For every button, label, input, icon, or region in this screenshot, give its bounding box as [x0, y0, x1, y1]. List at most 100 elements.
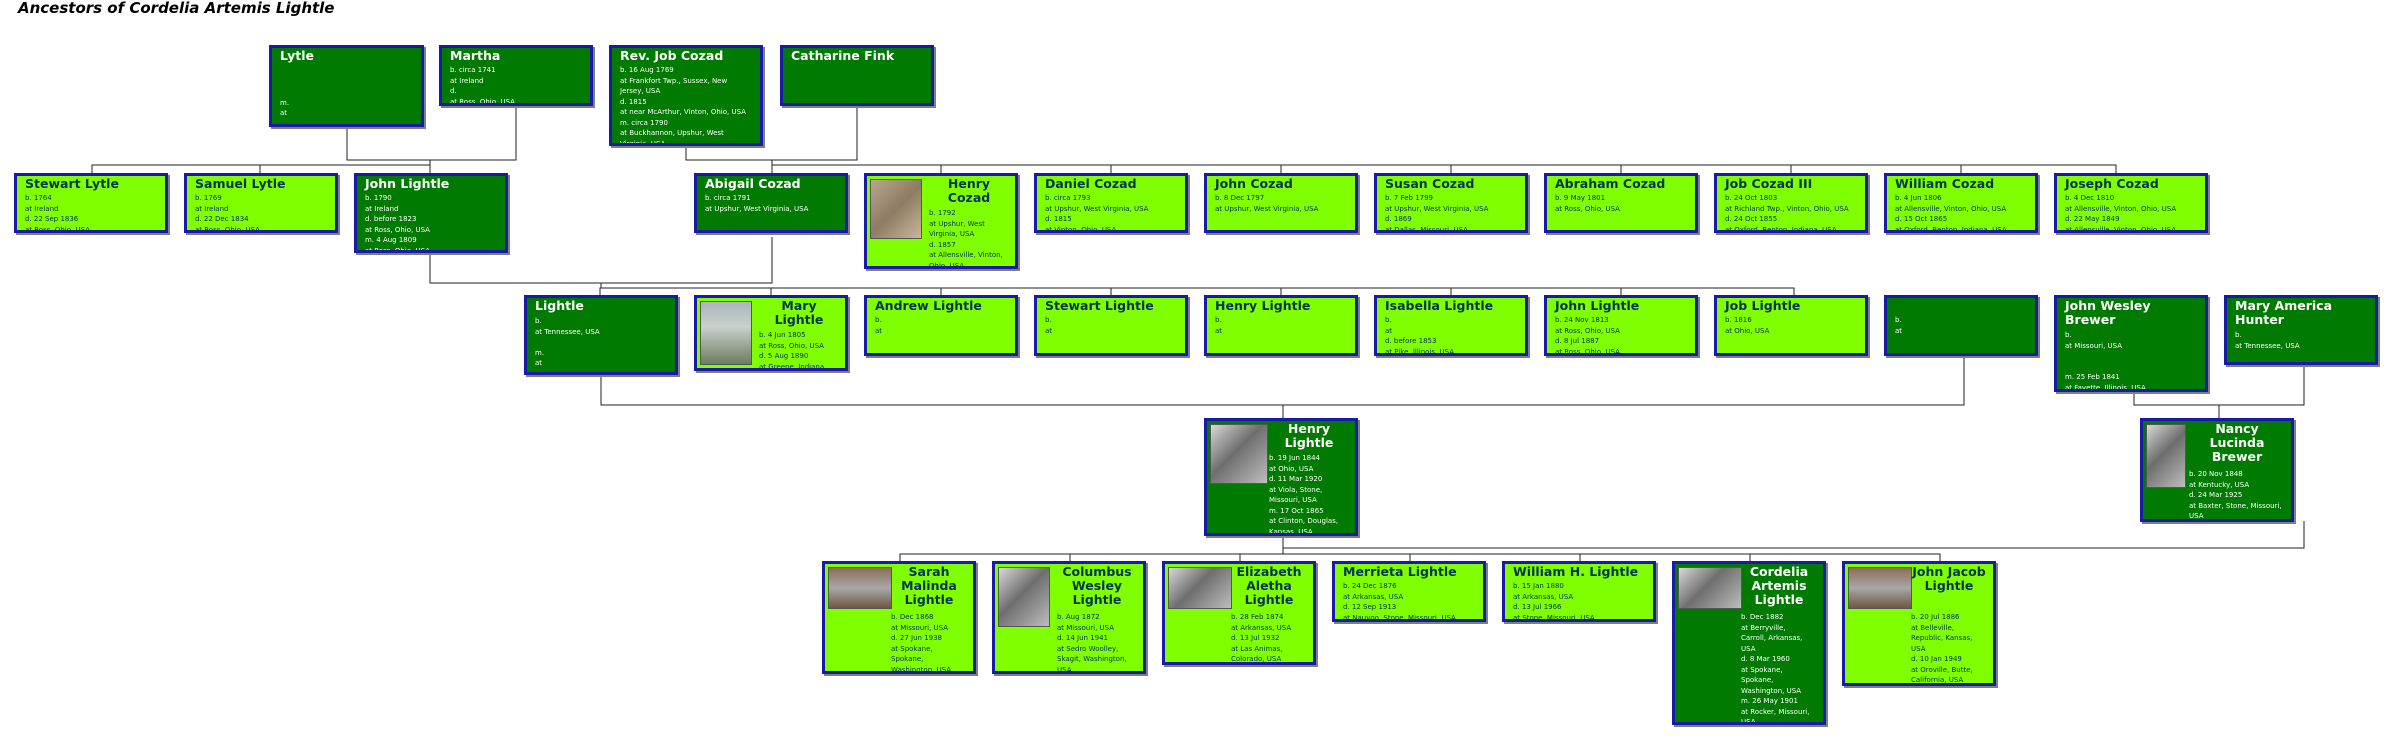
person-box-abigail-cozad[interactable]: Abigail Cozad b. circa 1791 at Upshur, W…	[694, 173, 848, 233]
person-name: Job Cozad III	[1725, 176, 1813, 191]
person-box-john-lightle-1790[interactable]: John Lightle b. 1790 at Ireland d. befor…	[354, 173, 508, 253]
person-name: Lytle	[280, 48, 315, 63]
person-details: b. 8 Dec 1797 at Upshur, West Virginia, …	[1215, 194, 1319, 213]
person-box-lightle[interactable]: Lightle b. at Tennessee, USA m. at	[524, 295, 678, 375]
portrait-photo[interactable]	[1168, 567, 1232, 609]
person-details: b. 16 Aug 1769 at Frankfort Twp., Sussex…	[620, 66, 746, 146]
person-box-isabella-lightle[interactable]: Isabella Lightle b. at d. before 1853 at…	[1374, 295, 1528, 356]
person-details: b. at	[1045, 316, 1053, 335]
person-box-andrew-lightle[interactable]: Andrew Lightle b. at	[864, 295, 1018, 356]
person-box-merrieta-lightle[interactable]: Merrieta Lightle b. 24 Dec 1876 at Arkan…	[1332, 561, 1486, 622]
person-name: William H. Lightle	[1513, 564, 1639, 579]
person-details: b. 1790 at Ireland d. before 1823 at Ros…	[365, 194, 430, 253]
person-name: John Jacob Lightle	[1912, 564, 1986, 593]
person-name: Mary Lightle	[774, 298, 824, 327]
person-box-william-cozad[interactable]: William Cozad b. 4 Jun 1806 at Allensvil…	[1884, 173, 2038, 233]
person-details: b. circa 1793 at Upshur, West Virginia, …	[1045, 194, 1149, 233]
gravestone-photo[interactable]	[828, 567, 892, 609]
person-box-nancy-brewer[interactable]: Nancy Lucinda Brewer b. 20 Nov 1848 at K…	[2140, 418, 2294, 522]
person-box-columbus-lightle[interactable]: Columbus Wesley Lightle b. Aug 1872 at M…	[992, 561, 1146, 674]
person-details: b. 24 Oct 1803 at Richland Twp., Vinton,…	[1725, 194, 1849, 233]
person-details: b. at	[875, 316, 883, 335]
person-details: b. 20 Jul 1886 at Belleville, Republic, …	[1911, 613, 1973, 684]
person-box-catharine-fink[interactable]: Catharine Fink	[780, 45, 934, 106]
connector	[91, 164, 431, 174]
person-details: b. 4 Dec 1810 at Allensville, Vinton, Oh…	[2065, 194, 2177, 233]
person-name: William Cozad	[1895, 176, 1995, 191]
person-box-william-lightle[interactable]: William H. Lightle b. 15 Jan 1880 at Ark…	[1502, 561, 1656, 622]
gravestone-photo[interactable]	[1848, 567, 1912, 609]
person-box-sarah-lightle[interactable]: Sarah Malinda Lightle b. Dec 1868 at Mis…	[822, 561, 976, 674]
connector	[1282, 521, 2305, 549]
person-box-martha[interactable]: Martha b. circa 1741 at Ireland d. at Ro…	[439, 45, 593, 106]
person-details: b. Aug 1872 at Missouri, USA d. 14 Jun 1…	[1057, 613, 1127, 674]
person-box-unnamed[interactable]: b. at	[1884, 295, 2038, 356]
connector	[771, 164, 2117, 174]
person-details: b. 15 Jan 1880 at Arkansas, USA d. 13 Ju…	[1513, 582, 1595, 622]
person-name: Daniel Cozad	[1045, 176, 1137, 191]
person-box-abraham-cozad[interactable]: Abraham Cozad b. 9 May 1801 at Ross, Ohi…	[1544, 173, 1698, 233]
person-name: Martha	[450, 48, 501, 63]
person-name: John Lightle	[365, 176, 450, 191]
person-name: Mary America Hunter	[2235, 298, 2333, 327]
person-box-job-cozad-iii[interactable]: Job Cozad III b. 24 Oct 1803 at Richland…	[1714, 173, 1868, 233]
person-details: b. 1764 at Ireland d. 22 Sep 1836 at Ros…	[25, 194, 90, 233]
person-box-elizabeth-lightle[interactable]: Elizabeth Aletha Lightle b. 28 Feb 1874 …	[1162, 561, 1316, 665]
portrait-photo[interactable]	[1678, 567, 1742, 609]
person-name: Cordelia Artemis Lightle	[1749, 564, 1809, 607]
person-box-stewart-lightle[interactable]: Stewart Lightle b. at	[1034, 295, 1188, 356]
person-box-henry-cozad[interactable]: Henry Cozad b. 1792 at Upshur, West Virg…	[864, 173, 1018, 269]
portrait-photo[interactable]	[1210, 424, 1268, 484]
connector	[599, 287, 1795, 296]
person-name: Stewart Lightle	[1045, 298, 1154, 313]
person-name: Rev. Job Cozad	[620, 48, 724, 63]
person-box-stewart-lytle[interactable]: Stewart Lytle b. 1764 at Ireland d. 22 S…	[14, 173, 168, 233]
person-details: b. 9 May 1801 at Ross, Ohio, USA	[1555, 194, 1620, 213]
gravestone-photo[interactable]	[700, 301, 752, 365]
person-box-joseph-cozad[interactable]: Joseph Cozad b. 4 Dec 1810 at Allensvill…	[2054, 173, 2208, 233]
connector	[346, 104, 517, 161]
portrait-photo[interactable]	[2146, 424, 2186, 488]
person-name: John Cozad	[1215, 176, 1293, 191]
person-name: Sarah Malinda Lightle	[901, 564, 957, 607]
person-details: b. at Tennessee, USA m. at	[535, 317, 600, 367]
person-box-susan-cozad[interactable]: Susan Cozad b. 7 Feb 1799 at Upshur, Wes…	[1374, 173, 1528, 233]
person-box-john-jacob-lightle[interactable]: John Jacob Lightle b. 20 Jul 1886 at Bel…	[1842, 561, 1996, 686]
person-box-job-cozad[interactable]: Rev. Job Cozad b. 16 Aug 1769 at Frankfo…	[609, 45, 763, 146]
person-box-mary-lightle[interactable]: Mary Lightle b. 4 Jun 1805 at Ross, Ohio…	[694, 295, 848, 371]
person-box-john-lightle-1813[interactable]: John Lightle b. 24 Nov 1813 at Ross, Ohi…	[1544, 295, 1698, 356]
person-details: b. 4 Jun 1806 at Allensville, Vinton, Oh…	[1895, 194, 2007, 233]
person-box-daniel-cozad[interactable]: Daniel Cozad b. circa 1793 at Upshur, We…	[1034, 173, 1188, 233]
person-details: b. at Tennessee, USA	[2235, 331, 2300, 350]
person-box-henry-lightle-sibling[interactable]: Henry Lightle b. at	[1204, 295, 1358, 356]
person-details: b. 24 Dec 1876 at Arkansas, USA d. 12 Se…	[1343, 582, 1456, 622]
person-name: Elizabeth Aletha Lightle	[1236, 564, 1302, 607]
person-details: b. 1769 at Ireland d. 22 Dec 1834 at Ros…	[195, 194, 260, 233]
person-details: b. 4 Jun 1805 at Ross, Ohio, USA d. 5 Au…	[759, 331, 827, 371]
person-box-samuel-lytle[interactable]: Samuel Lytle b. 1769 at Ireland d. 22 De…	[184, 173, 338, 233]
person-details: b. 24 Nov 1813 at Ross, Ohio, USA d. 8 J…	[1555, 316, 1620, 356]
person-name: Henry Lightle	[1284, 421, 1334, 450]
person-box-john-wesley-brewer[interactable]: John Wesley Brewer b. at Missouri, USA m…	[2054, 295, 2208, 392]
person-name: Andrew Lightle	[875, 298, 982, 313]
person-name: Joseph Cozad	[2065, 176, 2159, 191]
person-box-john-cozad[interactable]: John Cozad b. 8 Dec 1797 at Upshur, West…	[1204, 173, 1358, 233]
person-details: m. at	[280, 98, 290, 118]
person-name: Susan Cozad	[1385, 176, 1475, 191]
person-box-mary-america-hunter[interactable]: Mary America Hunter b. at Tennessee, USA	[2224, 295, 2378, 365]
person-name: Columbus Wesley Lightle	[1062, 564, 1132, 607]
person-name: Stewart Lytle	[25, 176, 119, 191]
person-name: Merrieta Lightle	[1343, 564, 1457, 579]
person-details: b. circa 1791 at Upshur, West Virginia, …	[705, 194, 809, 213]
person-name: Isabella Lightle	[1385, 298, 1494, 313]
portrait-photo[interactable]	[998, 567, 1050, 627]
person-box-lytle[interactable]: Lytle m. at	[269, 45, 424, 127]
person-box-henry-lightle[interactable]: Henry Lightle b. 19 Jun 1844 at Ohio, US…	[1204, 418, 1358, 536]
person-details: b. at Missouri, USA m. 25 Feb 1841 at Fa…	[2065, 331, 2146, 392]
person-name: Henry Lightle	[1215, 298, 1311, 313]
person-box-job-lightle[interactable]: Job Lightle b. 1816 at Ohio, USA	[1714, 295, 1868, 356]
portrait-photo[interactable]	[870, 179, 922, 239]
person-details: b. 7 Feb 1799 at Upshur, West Virginia, …	[1385, 194, 1489, 233]
person-box-cordelia-lightle[interactable]: Cordelia Artemis Lightle b. Dec 1882 at …	[1672, 561, 1826, 725]
person-details: b. 28 Feb 1874 at Arkansas, USA d. 13 Ju…	[1231, 613, 1292, 663]
